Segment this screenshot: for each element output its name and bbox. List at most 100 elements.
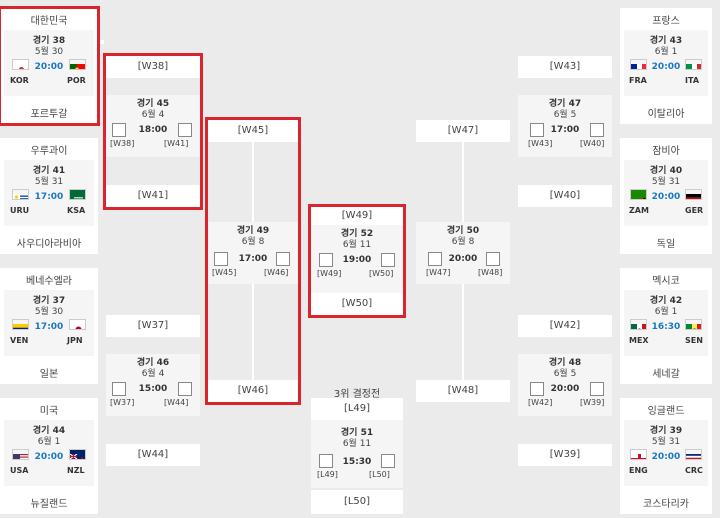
game-number: 경기 46 (136, 358, 170, 368)
match-date: 6월 5 (553, 110, 577, 120)
match-date: 6월 1 (654, 47, 678, 57)
slot-label: [W39] (549, 449, 581, 460)
match-info-box: 경기 44 6월 1 20:00 USA NZL (4, 420, 94, 486)
slot-b-label: [W40] (580, 139, 605, 148)
home-team-name[interactable]: 잠비아 (652, 146, 680, 157)
slot-w40[interactable]: [W40] (518, 185, 612, 207)
away-team-name[interactable]: 이탈리아 (647, 109, 685, 120)
slot-w45[interactable]: [W45] (208, 120, 298, 142)
match-card-45[interactable]: 경기 45 6월 4 18:00 [W38] [W41] (106, 95, 200, 157)
slot-w41[interactable]: [W41] (106, 185, 200, 207)
slot-l50[interactable]: [L50] (311, 490, 403, 514)
home-team-name[interactable]: 멕시코 (652, 276, 680, 287)
slot-w44[interactable]: [W44] (106, 444, 200, 466)
slot-w37[interactable]: [W37] (106, 315, 200, 337)
match-card-51[interactable]: 경기 51 6월 11 15:30 [L49] [L50] (311, 420, 403, 488)
slot-w39[interactable]: [W39] (518, 444, 612, 466)
away-team-name[interactable]: 독일 (656, 239, 676, 250)
match-time: 20:00 (34, 62, 64, 72)
match-time: 15:30 (342, 457, 372, 467)
away-team-name[interactable]: 뉴질랜드 (30, 499, 68, 510)
slot-w43[interactable]: [W43] (518, 56, 612, 78)
flag-fra-icon (630, 59, 647, 70)
home-team-name[interactable]: 베네수엘라 (26, 276, 72, 287)
away-team-name[interactable]: 사우디아라비아 (16, 239, 82, 250)
match-time: 17:00 (238, 254, 268, 264)
match-card-52[interactable]: 경기 52 6월 11 19:00 [W49] [W50] (311, 225, 403, 293)
game-number: 경기 43 (649, 36, 683, 46)
home-team-name[interactable]: 잉글랜드 (647, 406, 685, 417)
slot-a-label: [W47] (426, 268, 451, 277)
slot-w48[interactable]: [W48] (416, 380, 510, 402)
match-card-43[interactable]: 프랑스 경기 43 6월 1 20:00 FRA ITA 이탈리아 (620, 8, 712, 124)
match-time: 17:00 (34, 322, 64, 332)
match-info-box: 경기 42 6월 1 16:30 MEX SEN (624, 290, 708, 356)
match-time: 18:00 (138, 125, 168, 135)
team-slot-placeholder (590, 382, 604, 396)
slot-w49[interactable]: [W49] (311, 207, 403, 225)
slot-w38[interactable]: [W38] (106, 56, 200, 78)
match-card-40[interactable]: 잠비아 경기 40 5월 31 20:00 ZAM GER 독일 (620, 138, 712, 254)
slot-w42[interactable]: [W42] (518, 315, 612, 337)
match-card-50[interactable]: 경기 50 6월 8 20:00 [W47] [W48] (416, 222, 510, 284)
match-date: 6월 8 (451, 237, 475, 247)
flag-eng-icon (630, 449, 647, 460)
away-team-name[interactable]: 세네갈 (652, 369, 680, 380)
home-team-name[interactable]: 프랑스 (652, 16, 680, 27)
away-team-name[interactable]: 포르투갈 (30, 109, 68, 120)
team-slot-placeholder (319, 454, 333, 468)
match-card-39[interactable]: 잉글랜드 경기 39 5월 31 20:00 ENG CRC 코스타리카 (620, 398, 712, 514)
flag-usa-icon (12, 449, 29, 460)
match-date: 5월 31 (651, 177, 681, 187)
match-card-47[interactable]: 경기 47 6월 5 17:00 [W43] [W40] (518, 95, 612, 157)
match-card-44[interactable]: 미국 경기 44 6월 1 20:00 USA NZL 뉴질랜드 (0, 398, 98, 514)
slot-a-label: [W37] (110, 398, 135, 407)
match-date: 6월 8 (241, 237, 265, 247)
flag-ksa-icon (69, 189, 86, 200)
match-card-37[interactable]: 베네수엘라 경기 37 5월 30 17:00 VEN JPN 일본 (0, 268, 98, 384)
match-info-box: 경기 37 5월 30 17:00 VEN JPN (4, 290, 94, 356)
flag-por-icon (69, 59, 86, 70)
match-time: 17:00 (34, 192, 64, 202)
home-team-name[interactable]: 미국 (39, 406, 59, 417)
team-slot-placeholder (381, 253, 395, 267)
slot-l49[interactable]: [L49] (311, 398, 403, 420)
game-number: 경기 37 (32, 296, 66, 306)
match-card-48[interactable]: 경기 48 6월 5 20:00 [W42] [W39] (518, 354, 612, 416)
match-card-42[interactable]: 멕시코 경기 42 6월 1 16:30 MEX SEN 세네갈 (620, 268, 712, 384)
game-number: 경기 41 (32, 166, 66, 176)
home-code: URU (10, 206, 30, 215)
slot-label: [W40] (549, 190, 581, 201)
slot-label: [W38] (137, 61, 169, 72)
slot-label: [W48] (447, 385, 479, 396)
flag-ven-icon (12, 319, 29, 330)
away-code: POR (67, 76, 86, 85)
team-slot-placeholder (590, 123, 604, 137)
slot-w47[interactable]: [W47] (416, 120, 510, 142)
away-team-name[interactable]: 일본 (39, 369, 59, 380)
match-time: 19:00 (342, 255, 372, 265)
home-team-name[interactable]: 대한민국 (30, 16, 68, 27)
match-date: 5월 31 (651, 437, 681, 447)
game-number: 경기 38 (32, 36, 66, 46)
match-card-38[interactable]: 대한민국 경기 38 5월 30 20:00 KOR POR 포르투갈 (0, 8, 98, 124)
match-card-49[interactable]: 경기 49 6월 8 17:00 [W45] [W46] (208, 222, 298, 284)
home-team-name[interactable]: 우루과이 (30, 146, 68, 157)
away-code: ITA (685, 76, 700, 85)
slot-label: [L50] (343, 496, 371, 507)
match-date: 5월 30 (34, 307, 64, 317)
game-number: 경기 50 (446, 226, 480, 236)
slot-label: [W49] (341, 210, 373, 221)
home-code: MEX (629, 336, 649, 345)
away-team-name[interactable]: 코스타리카 (643, 499, 689, 510)
slot-label: [W37] (137, 320, 169, 331)
slot-w46[interactable]: [W46] (208, 380, 298, 402)
flag-jpn-icon (69, 319, 86, 330)
match-card-41[interactable]: 우루과이 경기 41 5월 31 17:00 URU KSA 사우디아라비아 (0, 138, 98, 254)
away-code: CRC (685, 466, 703, 475)
match-card-46[interactable]: 경기 46 6월 4 15:00 [W37] [W44] (106, 354, 200, 416)
slot-label: [W47] (447, 125, 479, 136)
slot-w50[interactable]: [W50] (311, 293, 403, 315)
flag-kor-icon (12, 59, 29, 70)
